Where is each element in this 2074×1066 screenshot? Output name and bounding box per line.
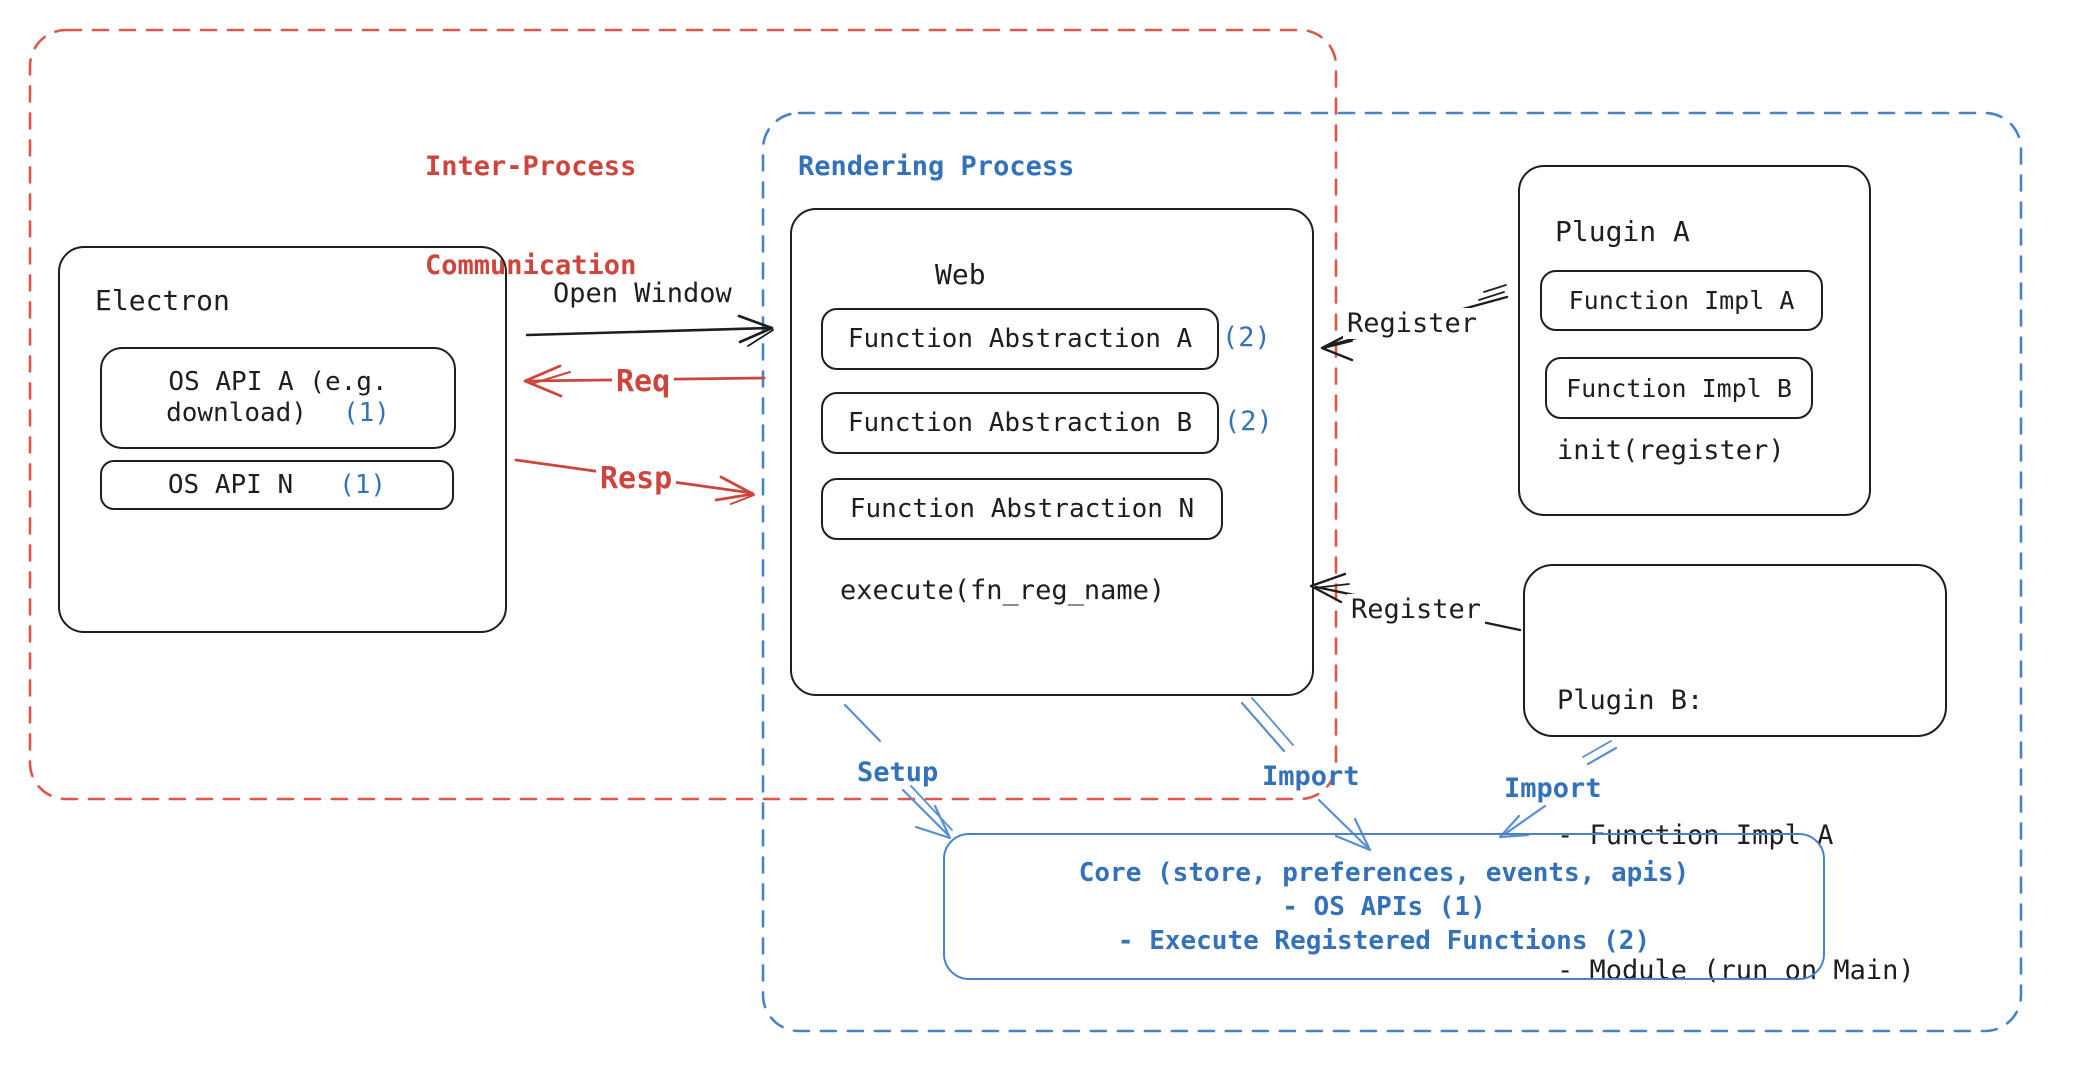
import-plugin-label: Import <box>1504 773 1602 804</box>
rendering-process-label: Rendering Process <box>798 151 1075 182</box>
core-line-execute: - Execute Registered Functions (2) <box>1117 925 1651 956</box>
plugin-b-title: Plugin B: <box>1557 685 1704 716</box>
core-line-title: Core (store, preferences, events, apis) <box>1078 857 1690 888</box>
plugin-a-box: Plugin A Function Impl A Function Impl B… <box>1518 165 1871 516</box>
os-api-n-badge: (1) <box>339 469 387 500</box>
ipc-label-line1: Inter-Process <box>425 151 637 182</box>
function-abstraction-n-box: Function Abstraction N <box>821 478 1223 540</box>
abstraction-a-badge: (2) <box>1222 322 1271 353</box>
web-box: Web Function Abstraction A (2) Function … <box>790 208 1314 696</box>
os-api-n-box: OS API N (1) <box>100 460 454 510</box>
register-top-label: Register <box>1343 308 1482 339</box>
function-impl-a-box: Function Impl A <box>1540 270 1823 331</box>
ipc-label-line2: Communication <box>425 250 637 281</box>
abstraction-b-badge: (2) <box>1224 406 1273 437</box>
register-bottom-label: Register <box>1347 594 1486 625</box>
core-line-os-apis: - OS APIs (1) <box>1282 891 1486 922</box>
plugin-b-line-impl: - Function Impl A <box>1557 820 1834 851</box>
import-core-label: Import <box>1262 761 1360 792</box>
os-api-a-box: OS API A (e.g. download) (1) <box>100 347 456 449</box>
init-register-label: init(register) <box>1557 435 1785 466</box>
req-label: Req <box>612 365 675 398</box>
os-api-a-badge: (1) <box>342 398 390 428</box>
os-api-a-label-line1: OS API A (e.g. <box>168 367 388 397</box>
ipc-label: Inter-Process Communication <box>425 84 636 348</box>
os-api-n-label: OS API N <box>167 469 294 500</box>
execute-label: execute(fn_reg_name) <box>840 575 1166 606</box>
setup-label: Setup <box>857 757 939 788</box>
web-title: Web <box>935 258 986 291</box>
os-api-a-label-line2: download) (1) <box>166 398 390 428</box>
plugin-b-box: Plugin B: - Function Impl A - Module (ru… <box>1523 564 1947 986</box>
function-impl-b-box: Function Impl B <box>1545 357 1813 419</box>
function-abstraction-b-box: Function Abstraction B <box>821 392 1219 454</box>
plugin-a-title: Plugin A <box>1555 215 1690 248</box>
open-window-label: Open Window <box>553 278 732 309</box>
electron-box: Electron OS API A (e.g. download) (1) OS… <box>58 246 507 633</box>
function-abstraction-a-box: Function Abstraction A <box>821 308 1219 370</box>
resp-label: Resp <box>596 462 677 495</box>
electron-title: Electron <box>95 284 230 317</box>
core-box: Core (store, preferences, events, apis) … <box>943 833 1825 980</box>
